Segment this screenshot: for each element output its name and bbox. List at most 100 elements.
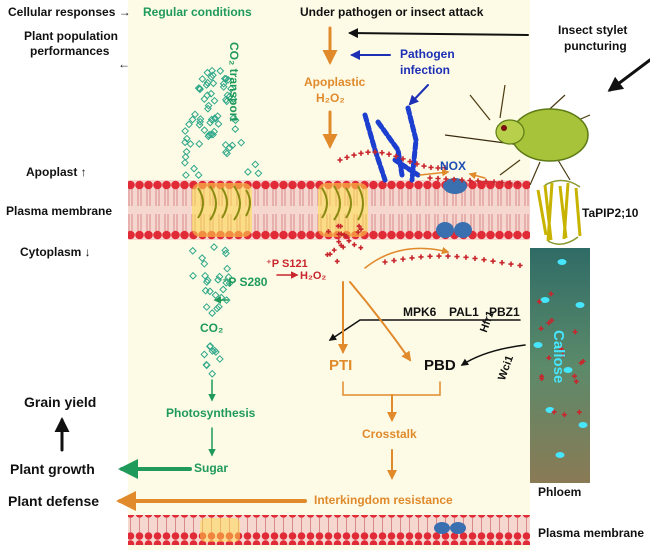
co2-diamond — [202, 81, 211, 89]
arrow-h2o2-to-pbd — [349, 281, 412, 362]
ros-star — [435, 165, 441, 171]
aquaporin-channel-left — [192, 183, 252, 237]
co2-diamond — [200, 126, 209, 135]
ros-star — [560, 352, 566, 358]
co2-diamond — [210, 243, 218, 251]
ros-star — [499, 179, 505, 186]
arrow-stylet-to-attack — [348, 28, 529, 39]
co2-diamond — [216, 67, 225, 75]
label-mpk6: MPK6 — [403, 305, 437, 319]
co2-diamond — [213, 304, 222, 313]
co2-diamond — [214, 275, 223, 284]
aphid-insect — [444, 84, 591, 186]
co2-diamond — [186, 140, 195, 148]
ros-star — [400, 156, 406, 162]
co2-diamond — [202, 303, 211, 311]
label-pbz1: PBZ1 — [489, 305, 520, 319]
label-pal1: PAL1 — [449, 305, 479, 319]
ros-star — [334, 258, 340, 264]
label-sugar: Sugar — [194, 461, 229, 475]
label-performances: performances — [30, 44, 110, 58]
ros-star — [336, 231, 342, 237]
co2-diamond — [219, 82, 228, 91]
label-cellular-responses: Cellular responses → — [8, 5, 131, 19]
ros-star — [580, 358, 586, 364]
aquaporin-channel-center — [318, 183, 368, 237]
co2-diamond — [208, 309, 217, 317]
ros-star — [351, 242, 357, 248]
ros-star — [558, 346, 564, 352]
ros-star — [427, 253, 433, 259]
callose-spot — [557, 259, 567, 265]
ros-star — [536, 299, 542, 304]
co2-diamond — [181, 127, 190, 135]
ros-star — [344, 154, 350, 160]
ros-star — [443, 176, 449, 182]
callose-spot — [575, 302, 585, 308]
callose-spot — [555, 452, 565, 458]
ros-star — [414, 161, 420, 167]
co2-diamond — [209, 130, 217, 139]
co2-diamond — [202, 361, 211, 370]
co2-diamond — [215, 355, 224, 363]
co2-diamond — [181, 171, 190, 180]
co2-diamond — [221, 95, 230, 104]
co2-diamond — [219, 79, 228, 88]
co2-diamond — [209, 79, 218, 88]
co2-diamond — [221, 140, 230, 149]
co2-diamond — [203, 276, 212, 285]
co2-diamond — [208, 369, 217, 378]
ros-star — [538, 326, 544, 331]
ros-star — [572, 329, 578, 335]
co2-diamond — [227, 84, 235, 93]
co2-diamond — [207, 115, 216, 124]
tapip-protein-structure — [536, 179, 582, 245]
co2-diamond — [207, 89, 216, 98]
arrow-hfr1-to-pbd — [460, 344, 526, 366]
ros-star — [539, 373, 544, 379]
label-crosstalk: Crosstalk — [362, 427, 417, 441]
ros-star — [418, 254, 424, 260]
ros-star — [327, 251, 333, 257]
co2-diamond — [182, 134, 191, 143]
label-apoplast: Apoplast ↑ — [26, 165, 87, 179]
ros-star — [340, 244, 346, 250]
label-plant-defense: Plant defense — [8, 493, 100, 509]
ros-star — [549, 317, 555, 323]
label-photosynthesis: Photosynthesis — [166, 406, 256, 420]
co2-diamond — [231, 116, 240, 125]
label-regular-conditions: Regular conditions — [143, 5, 252, 19]
co2-diamond — [222, 296, 231, 305]
label-apoplastic: Apoplastic — [304, 75, 366, 89]
ros-star — [551, 409, 557, 415]
ros-star — [573, 379, 579, 384]
co2-diamond — [221, 148, 230, 157]
label-insect-stylet: Insect stylet — [558, 23, 628, 37]
ros-star — [338, 223, 344, 229]
co2-diamond — [198, 75, 207, 83]
ros-star — [331, 247, 337, 253]
ros-star — [428, 164, 434, 171]
ros-star — [365, 149, 371, 155]
label-h2o2-cytoplasm: H₂O₂ — [300, 270, 327, 282]
label-interkingdom-resistance: Interkingdom resistance — [314, 493, 453, 507]
ros-star — [436, 253, 442, 259]
co2-diamond — [225, 143, 234, 152]
label-plant-growth: Plant growth — [10, 461, 95, 477]
arrow-aphid-to-nox — [468, 171, 486, 180]
ros-star — [463, 254, 469, 260]
co2-diamond — [214, 120, 223, 128]
ros-star — [472, 255, 478, 262]
ros-star — [382, 259, 388, 265]
label-grain-yield: Grain yield — [24, 394, 97, 410]
co2-diamond — [188, 246, 197, 255]
ros-star — [459, 177, 465, 183]
plasma-membrane-top — [128, 178, 530, 240]
co2-diamond — [215, 272, 224, 281]
ros-star — [481, 257, 487, 263]
co2-diamond — [211, 348, 220, 356]
label-co2-transport: CO₂ transport — [227, 42, 241, 122]
co2-diamond — [196, 117, 205, 126]
co2-diamond — [203, 91, 212, 100]
